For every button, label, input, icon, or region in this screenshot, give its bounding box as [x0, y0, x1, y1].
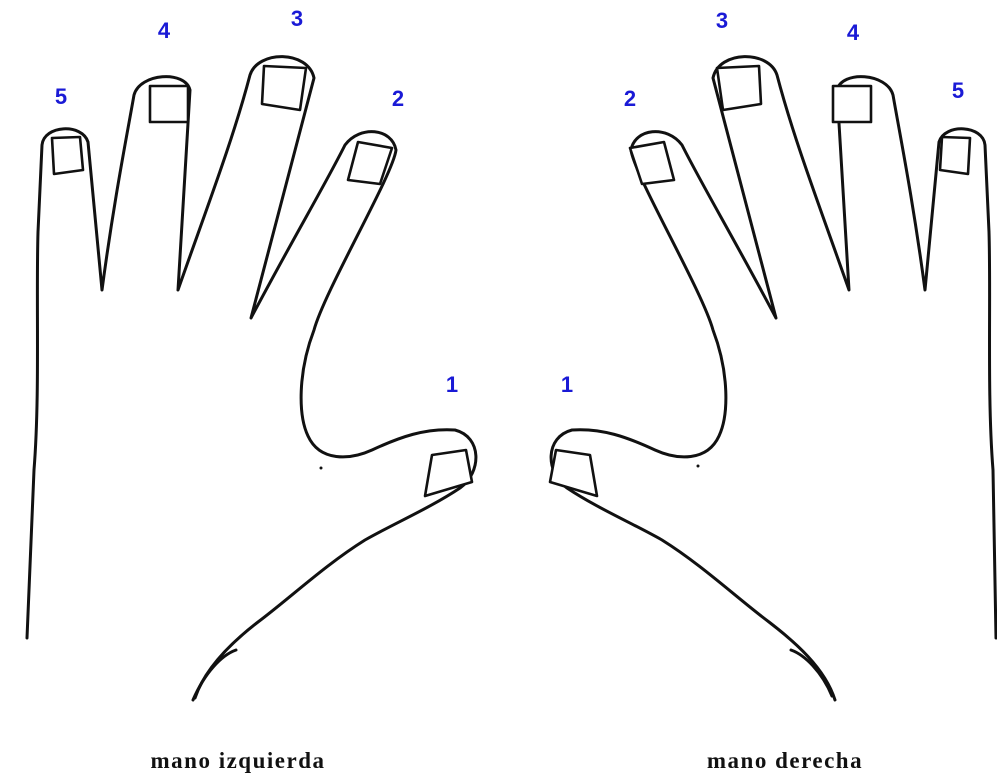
right-thumb-nail — [550, 450, 597, 496]
left-thumb-number: 1 — [446, 372, 458, 397]
left-wrist-edge — [193, 650, 236, 700]
left-little-nail — [52, 137, 83, 174]
right-ring-nail — [833, 86, 871, 122]
left-thumb-nail — [425, 450, 472, 496]
left-middle-number: 3 — [291, 6, 303, 31]
right-middle-number: 3 — [716, 8, 728, 33]
left-hand-caption: mano izquierda — [151, 748, 326, 773]
left-palm-mark — [320, 467, 323, 470]
right-hand-outline — [551, 57, 996, 700]
left-middle-nail — [262, 66, 306, 110]
right-palm-mark — [697, 465, 700, 468]
right-little-number: 5 — [952, 78, 964, 103]
right-thumb-number: 1 — [561, 372, 573, 397]
right-hand-caption: mano derecha — [707, 748, 863, 773]
left-hand-outline — [27, 57, 476, 698]
right-index-nail — [630, 142, 674, 184]
right-middle-nail — [717, 66, 761, 110]
left-ring-number: 4 — [158, 18, 171, 43]
right-ring-number: 4 — [847, 20, 860, 45]
right-wrist-edge — [791, 650, 832, 696]
finger-numbers: 5 4 3 2 1 1 2 3 4 5 — [55, 6, 964, 397]
right-little-nail — [940, 137, 970, 174]
right-index-number: 2 — [624, 86, 636, 111]
left-ring-nail — [150, 86, 188, 122]
right-hand — [550, 57, 996, 700]
left-index-number: 2 — [392, 86, 404, 111]
left-hand — [27, 57, 476, 700]
left-little-number: 5 — [55, 84, 67, 109]
